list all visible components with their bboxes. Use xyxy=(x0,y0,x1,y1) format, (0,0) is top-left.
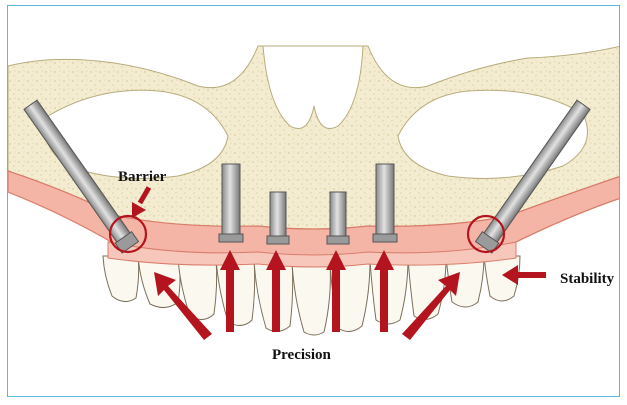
implant-3 xyxy=(267,192,289,244)
implant-2 xyxy=(219,164,243,242)
barrier-label: Barrier xyxy=(118,169,166,186)
diagram-frame: Barrier Stability Precision xyxy=(7,5,620,397)
implant-4 xyxy=(327,192,349,244)
teeth-row xyxy=(103,256,520,335)
precision-label: Precision xyxy=(272,347,331,364)
stability-label: Stability xyxy=(560,271,614,288)
implant-5 xyxy=(373,164,397,242)
implant-diagram xyxy=(8,6,620,397)
